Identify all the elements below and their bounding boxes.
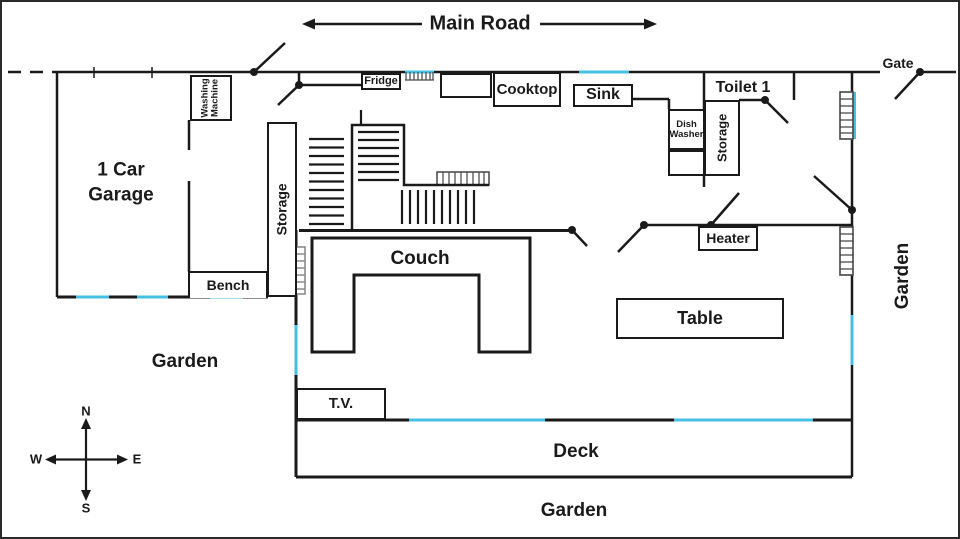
door-swings	[250, 42, 924, 253]
tv-label: T.V.	[328, 395, 354, 413]
fridge-label: Fridge	[364, 74, 398, 87]
garden-right-label: Garden	[892, 242, 913, 310]
dishwasher-lower-box	[668, 150, 705, 176]
storage-toilet-label: Storage	[714, 113, 730, 163]
heater-label: Heater	[706, 230, 750, 247]
garage-label-line2: Garage	[88, 184, 154, 205]
deck-label: Deck	[553, 441, 599, 462]
heater-box: Heater	[698, 226, 758, 251]
garden-left-label: Garden	[151, 351, 219, 372]
dishwasher-label-line2: Washer	[669, 128, 704, 140]
tv-box: T.V.	[296, 388, 386, 420]
bench-label: Bench	[206, 277, 250, 294]
dishwasher-box: Dish Washer	[668, 109, 705, 150]
compass-arrows	[45, 418, 128, 501]
storage-hall-label: Storage	[273, 183, 290, 236]
cooktop-box: Cooktop	[493, 72, 561, 107]
storage-toilet-box: Storage	[704, 100, 740, 176]
storage-hall-box: Storage	[267, 122, 297, 297]
compass-south-label: S	[81, 500, 91, 516]
main-road-arrows	[302, 18, 657, 30]
table-box: Table	[616, 298, 784, 339]
couch-label: Couch	[390, 248, 450, 269]
sink-label: Sink	[586, 86, 620, 104]
toilet-label: Toilet 1	[715, 79, 771, 96]
compass-east-label: E	[132, 451, 142, 467]
garage-label: 1 Car Garage	[88, 158, 153, 207]
main-road-label: Main Road	[429, 12, 531, 35]
bench-box: Bench	[188, 271, 268, 298]
garden-bottom-label: Garden	[540, 500, 608, 521]
kitchen-counter-box	[440, 73, 492, 98]
cooktop-label: Cooktop	[496, 80, 558, 98]
compass-north-label: N	[81, 403, 91, 419]
dishwasher-label-line1: Dish	[676, 118, 697, 130]
gate-label: Gate	[882, 55, 914, 71]
stairs	[309, 110, 489, 230]
couch-outline	[310, 236, 532, 354]
washing-machine-label-line2: Machine	[210, 78, 222, 118]
fridge-box: Fridge	[361, 73, 401, 90]
garage-label-line1: 1 Car	[97, 159, 145, 181]
sink-box: Sink	[573, 84, 633, 107]
compass-west-label: W	[29, 451, 43, 467]
table-label: Table	[677, 308, 723, 329]
washing-machine-box: Washing Machine	[190, 75, 232, 121]
